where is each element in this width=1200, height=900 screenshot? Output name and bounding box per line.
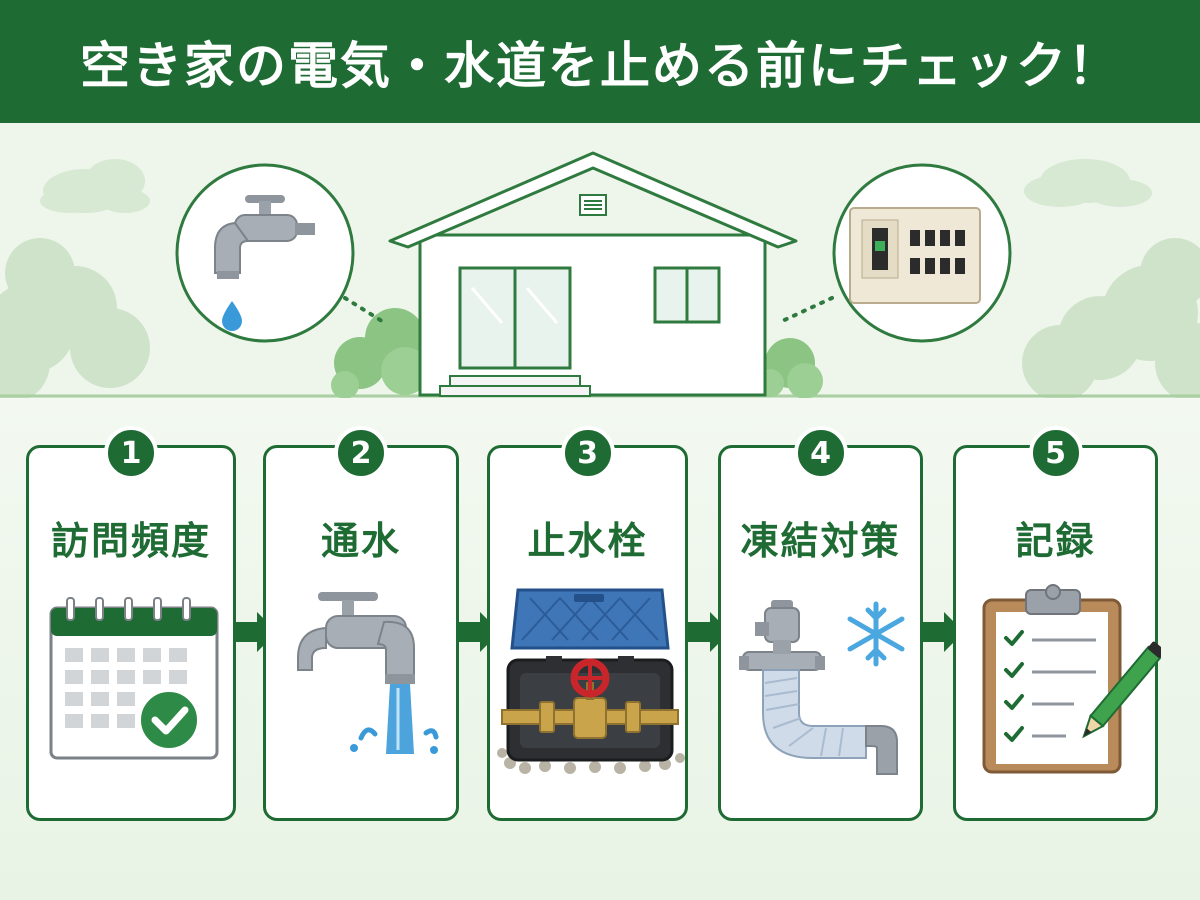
step-number-badge: 5 <box>1028 426 1083 480</box>
connector-left <box>343 296 387 325</box>
tree-left-icon <box>0 238 150 400</box>
step-card-5: 5 記録 <box>953 426 1161 821</box>
bush-left-icon <box>331 308 429 399</box>
water-meter-box-icon <box>497 588 685 774</box>
clipboard-checklist-icon <box>982 584 1161 774</box>
step-number-badge: 1 <box>104 426 158 480</box>
tree-right-icon <box>1022 238 1200 400</box>
faucet-drip-icon <box>175 163 355 343</box>
step-label: 訪問頻度 <box>50 519 211 563</box>
breaker-panel-icon <box>832 163 1012 343</box>
step-card-4: 4 凍結対策 <box>718 426 923 821</box>
step-card-2: 2 通水 <box>263 426 459 821</box>
connector-right <box>776 296 834 325</box>
house-icon <box>388 151 798 397</box>
step-number-badge: 2 <box>334 426 388 480</box>
calendar-check-icon <box>49 597 219 760</box>
step-card-3: 3 止水栓 <box>487 426 688 821</box>
running-faucet-icon <box>297 592 439 754</box>
house-scene <box>0 151 1200 400</box>
title-banner: 空き家の電気・水道を止める前にチェック！ <box>0 0 1200 123</box>
insulated-pipe-snowflake-icon <box>739 600 905 775</box>
page-title: 空き家の電気・水道を止める前にチェック！ <box>80 36 1120 95</box>
step-label: 止水栓 <box>527 519 648 563</box>
cloud-right-icon <box>1024 159 1152 207</box>
step-label: 通水 <box>320 519 401 563</box>
step-number-badge: 3 <box>560 426 615 480</box>
step-label: 記録 <box>1015 519 1096 563</box>
step-label: 凍結対策 <box>740 519 901 563</box>
step-number-badge: 4 <box>793 426 848 480</box>
cloud-left-icon <box>40 159 150 213</box>
step-card-1: 1 訪問頻度 <box>26 426 236 821</box>
